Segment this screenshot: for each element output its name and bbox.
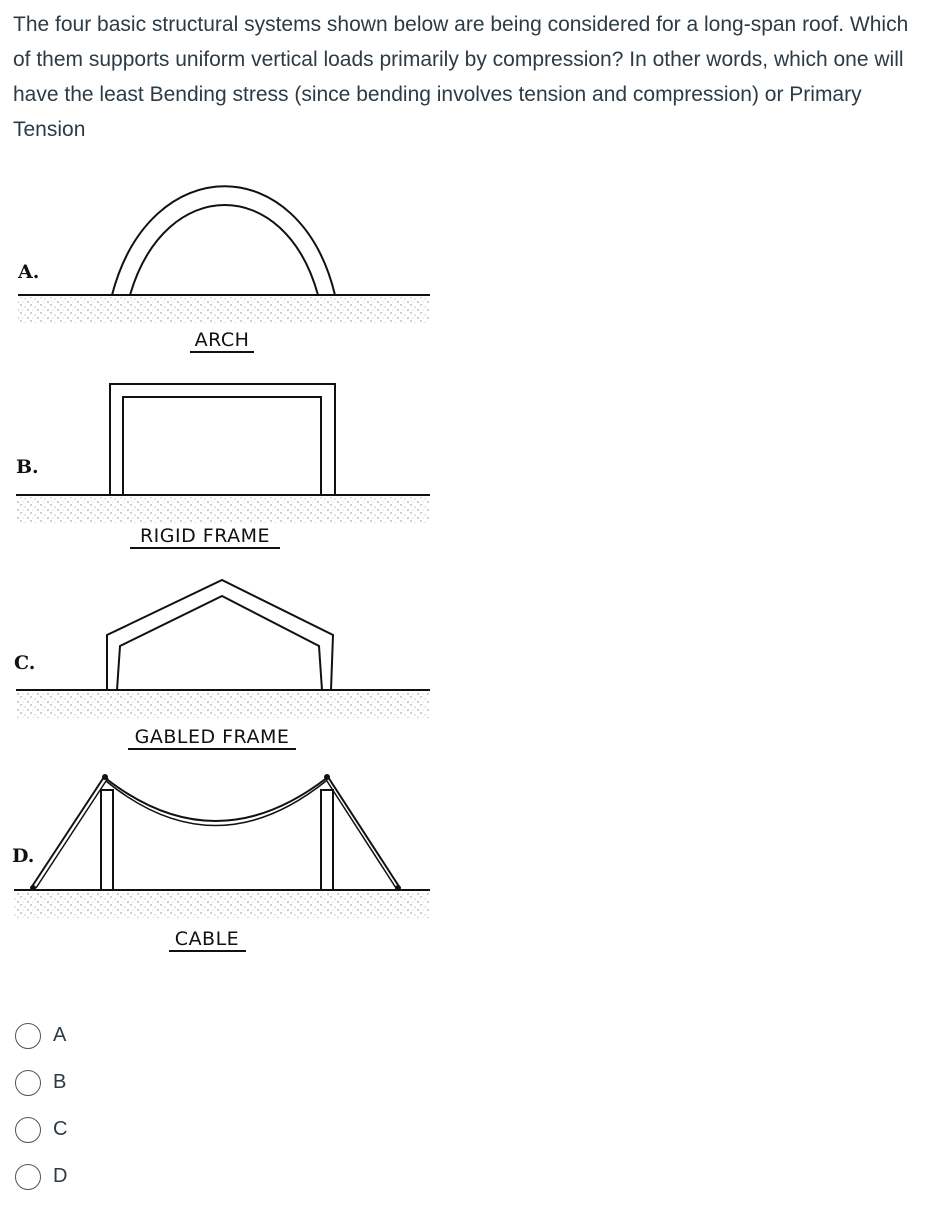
- structural-systems-drawing: A. ARCH B. RIGID FRAME C. GABLED FRAME: [12, 185, 430, 952]
- option-c-label[interactable]: C: [53, 1118, 68, 1140]
- rigid-frame-label: RIGID FRAME: [140, 525, 270, 547]
- cable-system: D. CABLE: [12, 774, 430, 952]
- structural-systems-figure: A. ARCH B. RIGID FRAME C. GABLED FRAME: [0, 160, 450, 960]
- option-b[interactable]: B: [15, 1059, 67, 1106]
- arch-letter: A.: [17, 261, 39, 283]
- gabled-frame-system: C. GABLED FRAME: [14, 578, 430, 750]
- gabled-frame-label: GABLED FRAME: [135, 726, 290, 748]
- option-d[interactable]: D: [15, 1153, 67, 1200]
- rigid-frame-letter: B.: [16, 456, 39, 478]
- option-a-label[interactable]: A: [53, 1024, 67, 1046]
- option-d-label[interactable]: D: [53, 1165, 68, 1187]
- gabled-frame-letter: C.: [14, 652, 35, 674]
- arch-label: ARCH: [195, 329, 250, 351]
- option-d-radio[interactable]: [15, 1163, 41, 1190]
- option-a-radio[interactable]: [15, 1022, 41, 1049]
- cable-letter: D.: [12, 845, 34, 867]
- cable-label: CABLE: [175, 928, 239, 950]
- option-a[interactable]: A: [15, 1012, 67, 1059]
- question-text: The four basic structural systems shown …: [13, 13, 909, 141]
- arch-system: A. ARCH: [17, 185, 430, 353]
- option-b-label[interactable]: B: [53, 1071, 67, 1093]
- option-c-radio[interactable]: [15, 1116, 41, 1143]
- option-b-radio[interactable]: [15, 1069, 41, 1096]
- option-c[interactable]: C: [15, 1106, 67, 1153]
- rigid-frame-system: B. RIGID FRAME: [16, 383, 430, 549]
- answer-options: A B C D: [15, 1012, 67, 1200]
